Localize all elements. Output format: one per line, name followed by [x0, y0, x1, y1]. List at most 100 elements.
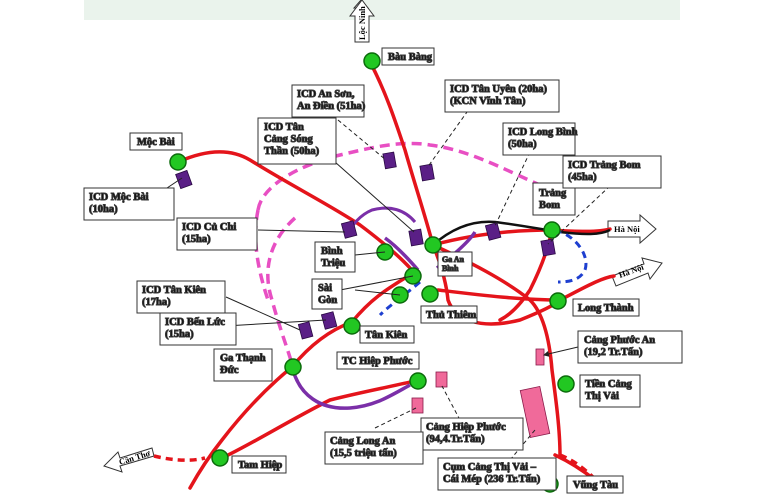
- station-bau-bang[interactable]: [363, 52, 381, 70]
- label-vung-tau: Vũng Tàu: [566, 475, 624, 494]
- callout-icd-long-binh: ICD Long Bình(50ha): [502, 122, 578, 156]
- leader-lines: [154, 104, 611, 461]
- svg-text:Mộc Bài: Mộc Bài: [137, 137, 175, 148]
- arrow-ha-noi-upper-label: Hà Nội: [614, 224, 640, 234]
- label-thu-thiem-text: Thủ Thiêm: [426, 310, 477, 321]
- station-trang-bom[interactable]: [543, 221, 561, 239]
- callout-cang-long-an: Cảng Long An(15,5 triệu tấn): [324, 431, 424, 465]
- icd-marker-ben-luc: [320, 311, 338, 330]
- callout-icd-tan-kien: ICD Tân Kiên(17ha): [136, 280, 226, 314]
- black-rail-line: [432, 220, 611, 246]
- label-bau-bang: Bàu Bàng: [381, 47, 435, 66]
- svg-text:Tân Kiên: Tân Kiên: [365, 330, 407, 341]
- station-thu-thiem[interactable]: [421, 285, 439, 303]
- svg-text:Vũng Tàu: Vũng Tàu: [573, 480, 618, 491]
- svg-text:Tam Hiệp: Tam Hiệp: [238, 460, 282, 471]
- label-binh-trieu-text-line: Triệu: [321, 258, 345, 269]
- callout-icd-moc-bai-text: ICD Mộc Bài(10ha): [89, 192, 149, 215]
- callout-icd-tan-uyen: ICD Tân Uyên (20ha)(KCN Vĩnh Tân): [444, 79, 560, 113]
- icd-marker-an-son: [382, 151, 397, 170]
- callout-icd-tan-kien-text-line: (17ha): [142, 297, 171, 308]
- station-tien-cang-thi-vai[interactable]: [557, 375, 575, 393]
- label-tan-kien: Tân Kiên: [359, 325, 415, 344]
- icd-markers: [175, 151, 556, 340]
- callout-icd-tan-cang-text-line: Thần (50ha): [264, 146, 320, 157]
- icd-marker-cu-chi: [340, 220, 358, 239]
- station-tc-hiep-phuoc[interactable]: [409, 372, 427, 390]
- callout-cang-hiep-phuoc-text: Cảng Hiệp Phước(94,4.Tr.Tấn): [426, 422, 506, 445]
- station-ga-an-binh[interactable]: [424, 236, 442, 254]
- icd-marker-trang-bom: [540, 238, 556, 257]
- callout-icd-an-son-text-line: An Điền (51ha): [297, 101, 366, 112]
- station-ga-thanh-duc[interactable]: [284, 358, 302, 376]
- station-moc-bai[interactable]: [169, 153, 187, 171]
- arrow-ha-noi-upper: Hà Nội: [607, 213, 657, 245]
- callout-icd-long-binh-text-line: (50ha): [508, 139, 537, 150]
- callout-icd-tan-uyen-text-line: (KCN Vĩnh Tân): [450, 96, 526, 107]
- svg-text:Bàu Bàng: Bàu Bàng: [388, 52, 433, 63]
- label-thu-thiem: Thủ Thiêm: [420, 305, 478, 324]
- label-tc-hiep-phuoc: TC Hiệp Phước: [336, 351, 420, 370]
- port-marker-hiep-phuoc: [435, 371, 448, 388]
- label-ga-thanh-duc-text-line: Đức: [220, 365, 239, 376]
- svg-text:Thủ Thiêm: Thủ Thiêm: [426, 310, 477, 321]
- callout-icd-ben-luc: ICD Bến Lức(15ha): [159, 312, 237, 346]
- callout-icd-moc-bai: ICD Mộc Bài(10ha): [83, 187, 175, 221]
- arrow-loc-ninh-label: Lộc Ninh: [357, 6, 367, 40]
- red-dashed-can-tho: [153, 454, 206, 462]
- label-vung-tau-text: Vũng Tàu: [573, 480, 618, 491]
- icd-marker-tan-uyen: [419, 163, 435, 182]
- label-tc-hiep-phuoc-text: TC Hiệp Phước: [342, 356, 413, 367]
- label-bau-bang-text: Bàu Bàng: [388, 52, 433, 63]
- label-moc-bai: Mộc Bài: [129, 132, 183, 151]
- arrow-loc-ninh: Lộc Ninh: [349, 0, 375, 43]
- callout-icd-tan-cang-text-line: Cảng Sóng: [264, 134, 313, 145]
- label-trang-bom-text-line: Bom: [539, 200, 560, 211]
- station-tam-hiep[interactable]: [211, 449, 229, 467]
- icd-marker-tan-cang: [408, 228, 424, 247]
- label-long-thanh: Long Thành: [572, 298, 640, 317]
- callout-cang-long-an-text: Cảng Long An(15,5 triệu tấn): [330, 436, 397, 459]
- map-top-band: [84, 0, 680, 20]
- callout-icd-cu-chi-text-line: (15ha): [182, 234, 211, 245]
- label-sai-gon-text-line: Gòn: [318, 295, 337, 306]
- icd-marker-tan-kien: [297, 321, 314, 340]
- ring-rail-dashed: [256, 141, 549, 369]
- callout-icd-trang-bom-text-line: (45ha): [568, 172, 597, 183]
- callout-icd-an-son-text: ICD An Sơn,An Điền (51ha): [297, 89, 366, 112]
- callout-icd-trang-bom-text: ICD Trảng Bom(45ha): [568, 160, 641, 183]
- port-marker-thi-vai: [519, 385, 551, 439]
- callout-icd-ben-luc-text-line: (15ha): [165, 329, 194, 340]
- callout-cum-cang-thi-vai-text-line: Cái Mép (236 Tr.Tấn): [443, 474, 541, 485]
- station-long-thanh[interactable]: [549, 292, 567, 310]
- label-tam-hiep: Tam Hiệp: [231, 455, 287, 474]
- callout-icd-tan-uyen-text: ICD Tân Uyên (20ha)(KCN Vĩnh Tân): [450, 84, 547, 107]
- callout-cum-cang-thi-vai-text: Cụm Cảng Thị Vải –Cái Mép (236 Tr.Tấn): [443, 462, 541, 485]
- svg-text:Long Thành: Long Thành: [578, 303, 634, 314]
- callout-cang-phuoc-an: Cảng Phước An(19,2 Tr.Tấn): [577, 330, 683, 364]
- label-tan-kien-text: Tân Kiên: [365, 330, 407, 341]
- label-tam-hiep-text: Tam Hiệp: [238, 460, 282, 471]
- callout-icd-long-binh-text: ICD Long Bình(50ha): [508, 127, 578, 150]
- callout-boxes: ICD An Sơn,An Điền (51ha) ICD Tân Uyên (…: [83, 79, 683, 491]
- callout-icd-ben-luc-text: ICD Bến Lức(15ha): [165, 317, 225, 340]
- callout-icd-cu-chi-text: ICD Củ Chi(15ha): [182, 222, 236, 245]
- callout-cang-hiep-phuoc-text-line: (94,4.Tr.Tấn): [426, 434, 485, 445]
- icd-marker-long-binh: [484, 222, 502, 241]
- callout-cum-cang-thi-vai: Cụm Cảng Thị Vải –Cái Mép (236 Tr.Tấn): [437, 457, 557, 491]
- port-marker-phuoc-an: [535, 348, 545, 366]
- station-tan-kien[interactable]: [343, 317, 361, 335]
- svg-text:TC Hiệp Phước: TC Hiệp Phước: [342, 356, 413, 367]
- callout-icd-an-son: ICD An Sơn,An Điền (51ha): [291, 84, 366, 118]
